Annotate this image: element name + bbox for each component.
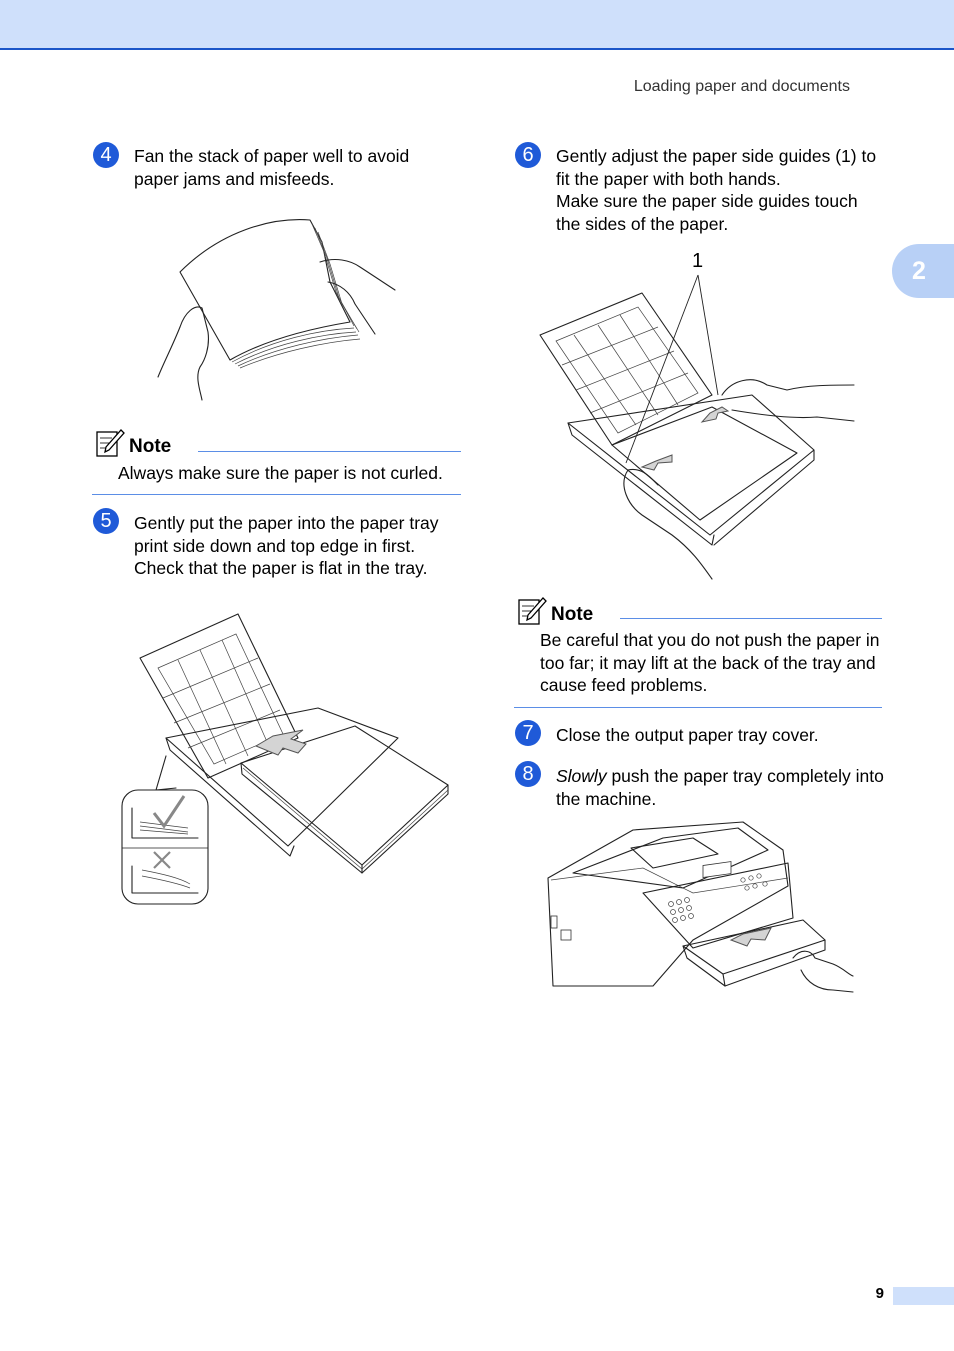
callout-label: 1 — [692, 250, 703, 272]
note-rule-bottom — [514, 707, 882, 708]
step-number-7: 7 — [515, 720, 541, 746]
step-number-8: 8 — [515, 761, 541, 787]
note-1-text: Always make sure the paper is not curled… — [118, 463, 443, 483]
note-rule-bottom — [92, 494, 461, 495]
note-label: Note — [551, 604, 594, 625]
step-8-emphasis: Slowly — [556, 766, 607, 786]
note-pencil-icon — [518, 597, 547, 625]
step-8-rest: push the paper tray completely into the … — [556, 766, 884, 809]
footer-band — [893, 1287, 954, 1305]
note-heading-2: Note — [517, 596, 593, 626]
side-guides-illustration: 1 — [539, 250, 855, 580]
step-6-text: Gently adjust the paper side guides (1) … — [556, 145, 886, 235]
header-band — [0, 0, 954, 50]
note-2-text: Be careful that you do not push the pape… — [540, 630, 880, 695]
note-heading-1: Note — [95, 428, 171, 458]
step-5-text: Gently put the paper into the paper tray… — [134, 513, 439, 578]
step-7-text: Close the output paper tray cover. — [556, 725, 819, 745]
printer-tray-illustration — [547, 821, 854, 993]
note-rule-top — [198, 451, 461, 452]
step-number-5: 5 — [93, 508, 119, 534]
step-8-text: Slowly push the paper tray completely in… — [556, 765, 886, 810]
running-title: Loading paper and documents — [633, 78, 850, 95]
note-pencil-icon — [96, 429, 125, 457]
tray-insert-illustration — [121, 613, 449, 905]
step-4-text: Fan the stack of paper well to avoid pap… — [134, 146, 410, 189]
step-number-6: 6 — [515, 142, 541, 168]
note-label: Note — [129, 436, 172, 457]
step-6-line1: Gently adjust the paper side guides (1) … — [556, 146, 877, 189]
chapter-tab: 2 — [892, 244, 954, 298]
note-rule-top — [620, 618, 882, 619]
step-number-4: 4 — [93, 142, 119, 168]
fan-paper-illustration — [157, 219, 396, 401]
page-number: 9 — [875, 1285, 884, 1302]
step-6-line2: Make sure the paper side guides touch th… — [556, 191, 858, 234]
